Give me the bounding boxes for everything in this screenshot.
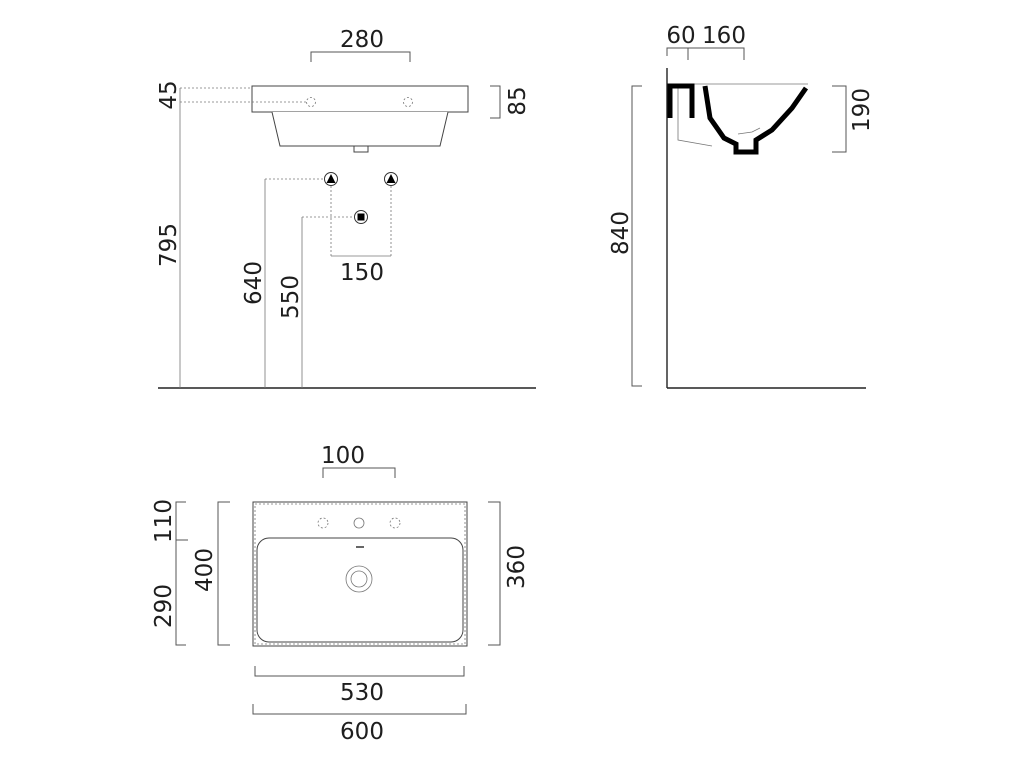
overall-depth-label: 400: [192, 548, 218, 592]
basin-section-bowl: [702, 85, 809, 155]
tap-spacing-bracket: [310, 51, 411, 62]
depth-bracket: [666, 47, 745, 60]
basin-bowl: [271, 111, 449, 147]
basin-depth-bracket: [832, 85, 847, 153]
inner-width-label: 530: [340, 680, 384, 706]
inner-depth-label: 360: [504, 545, 530, 589]
basin-depth-label: 190: [849, 88, 875, 132]
total-height-bracket: [631, 85, 642, 387]
hole-depth-label: 160: [702, 23, 746, 49]
wall-gap-label: 60: [666, 23, 695, 49]
total-height-label: 840: [608, 211, 634, 255]
hole-offset-label: 45: [156, 80, 182, 109]
inlet-spacing-label: 150: [340, 260, 384, 286]
bowl-depth-label: 290: [151, 584, 177, 628]
waste-height-label: 550: [278, 275, 304, 319]
drain-inner: [350, 570, 368, 588]
inlet-height-label: 640: [241, 261, 267, 305]
basin-section-back: [667, 83, 695, 118]
tap-hole-2: [353, 517, 365, 529]
back-ledge-label: 110: [151, 499, 177, 543]
basin-rim: [251, 85, 469, 113]
overall-width-bracket: [252, 704, 467, 715]
basin-bowl-top: [256, 537, 464, 643]
hole-spacing-bracket: [322, 467, 396, 478]
rim-height-bracket: [490, 85, 501, 119]
tap-spacing-label: 280: [340, 27, 384, 53]
top-view: 100 110 290 400 360 530 600: [151, 443, 530, 745]
tap-hole-left: [306, 97, 316, 107]
side-view: 60 160 190 840: [608, 23, 875, 389]
bowl-depth-bracket: [175, 540, 186, 646]
back-ledge-bracket: [175, 501, 188, 541]
basin-waste: [353, 145, 369, 153]
overall-width-label: 600: [340, 719, 384, 745]
inner-width-bracket: [254, 666, 465, 677]
tap-hole-right: [403, 97, 413, 107]
drain-outer: [345, 565, 373, 593]
rim-height-label: 85: [505, 86, 531, 115]
tap-hole-1: [317, 517, 329, 529]
front-view: 280 45 85 795 640 550 150: [156, 27, 536, 389]
rim-floor-label: 795: [156, 223, 182, 267]
overall-depth-bracket: [217, 501, 230, 646]
hole-spacing-label: 100: [321, 443, 365, 469]
inner-depth-bracket: [488, 501, 501, 646]
tap-hole-3: [389, 517, 401, 529]
